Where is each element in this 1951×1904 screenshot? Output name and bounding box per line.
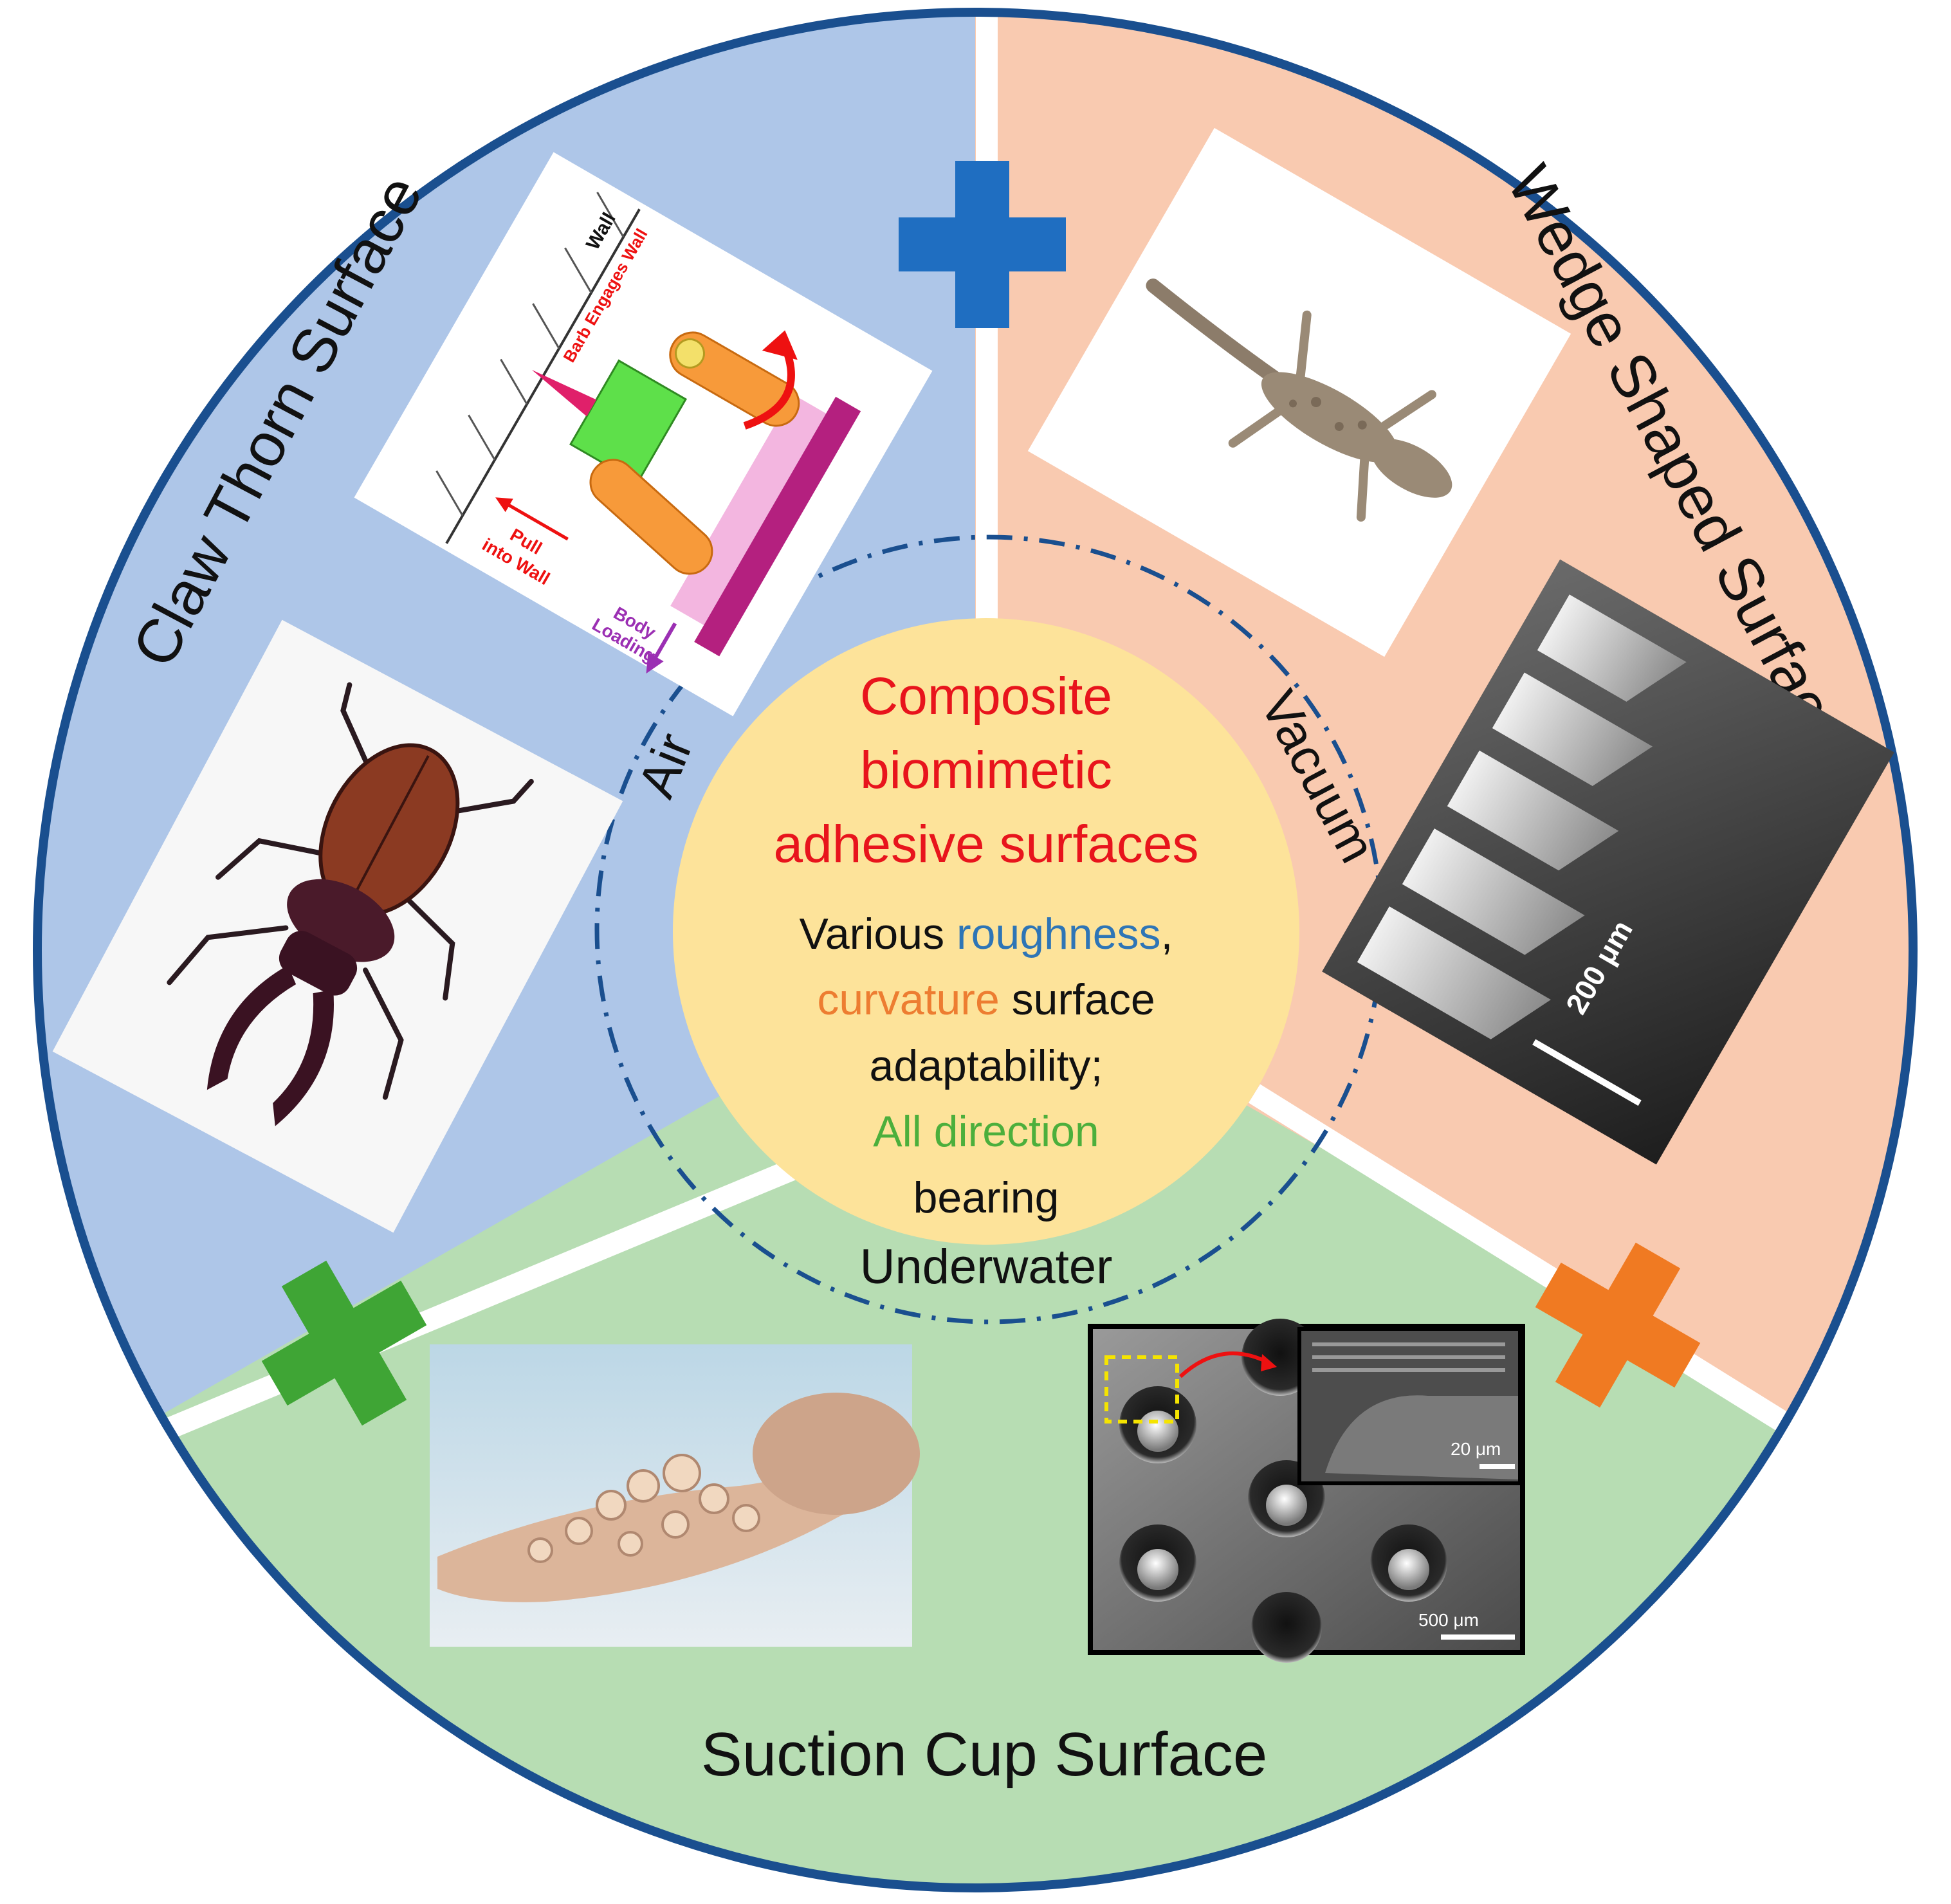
center-line-bearing: bearing <box>913 1173 1059 1222</box>
center-line-direction: All direction <box>873 1107 1099 1156</box>
center-disc <box>673 618 1299 1245</box>
suction-sem-image <box>1088 1319 1525 1663</box>
center-title-line-3: adhesive surfaces <box>774 815 1199 874</box>
suction-inset-scale-label: 20 μm <box>1451 1439 1501 1459</box>
center-title-line-2: biomimetic <box>860 741 1112 800</box>
plus-icon-orange <box>1535 1242 1701 1408</box>
center-title-line-1: Composite <box>860 667 1112 726</box>
octopus-photo <box>430 1344 920 1647</box>
suction-sector <box>37 950 1913 1888</box>
beetle-photo <box>52 619 623 1233</box>
underwater-label: Underwater <box>860 1240 1113 1294</box>
claw-mechanism-image: Wall Barb Engages Wall Pull into Wall Bo… <box>354 152 933 717</box>
suction-sector-title: Suction Cup Surface <box>701 1720 1268 1789</box>
center-line-curvature: curvature surface <box>817 975 1155 1024</box>
gecko-photo <box>1027 127 1571 657</box>
suction-main-scale-label: 500 μm <box>1418 1610 1479 1630</box>
outer-ring <box>33 8 1918 1892</box>
wedge-sem-image <box>1322 559 1894 1165</box>
center-line-adaptability: adaptability; <box>870 1041 1103 1090</box>
plus-icon-green <box>261 1260 427 1426</box>
center-text: Composite biomimetic adhesive surfaces V… <box>774 667 1199 1222</box>
plus-icon-blue <box>899 161 1066 328</box>
center-line-roughness: Various roughness, <box>800 910 1173 958</box>
